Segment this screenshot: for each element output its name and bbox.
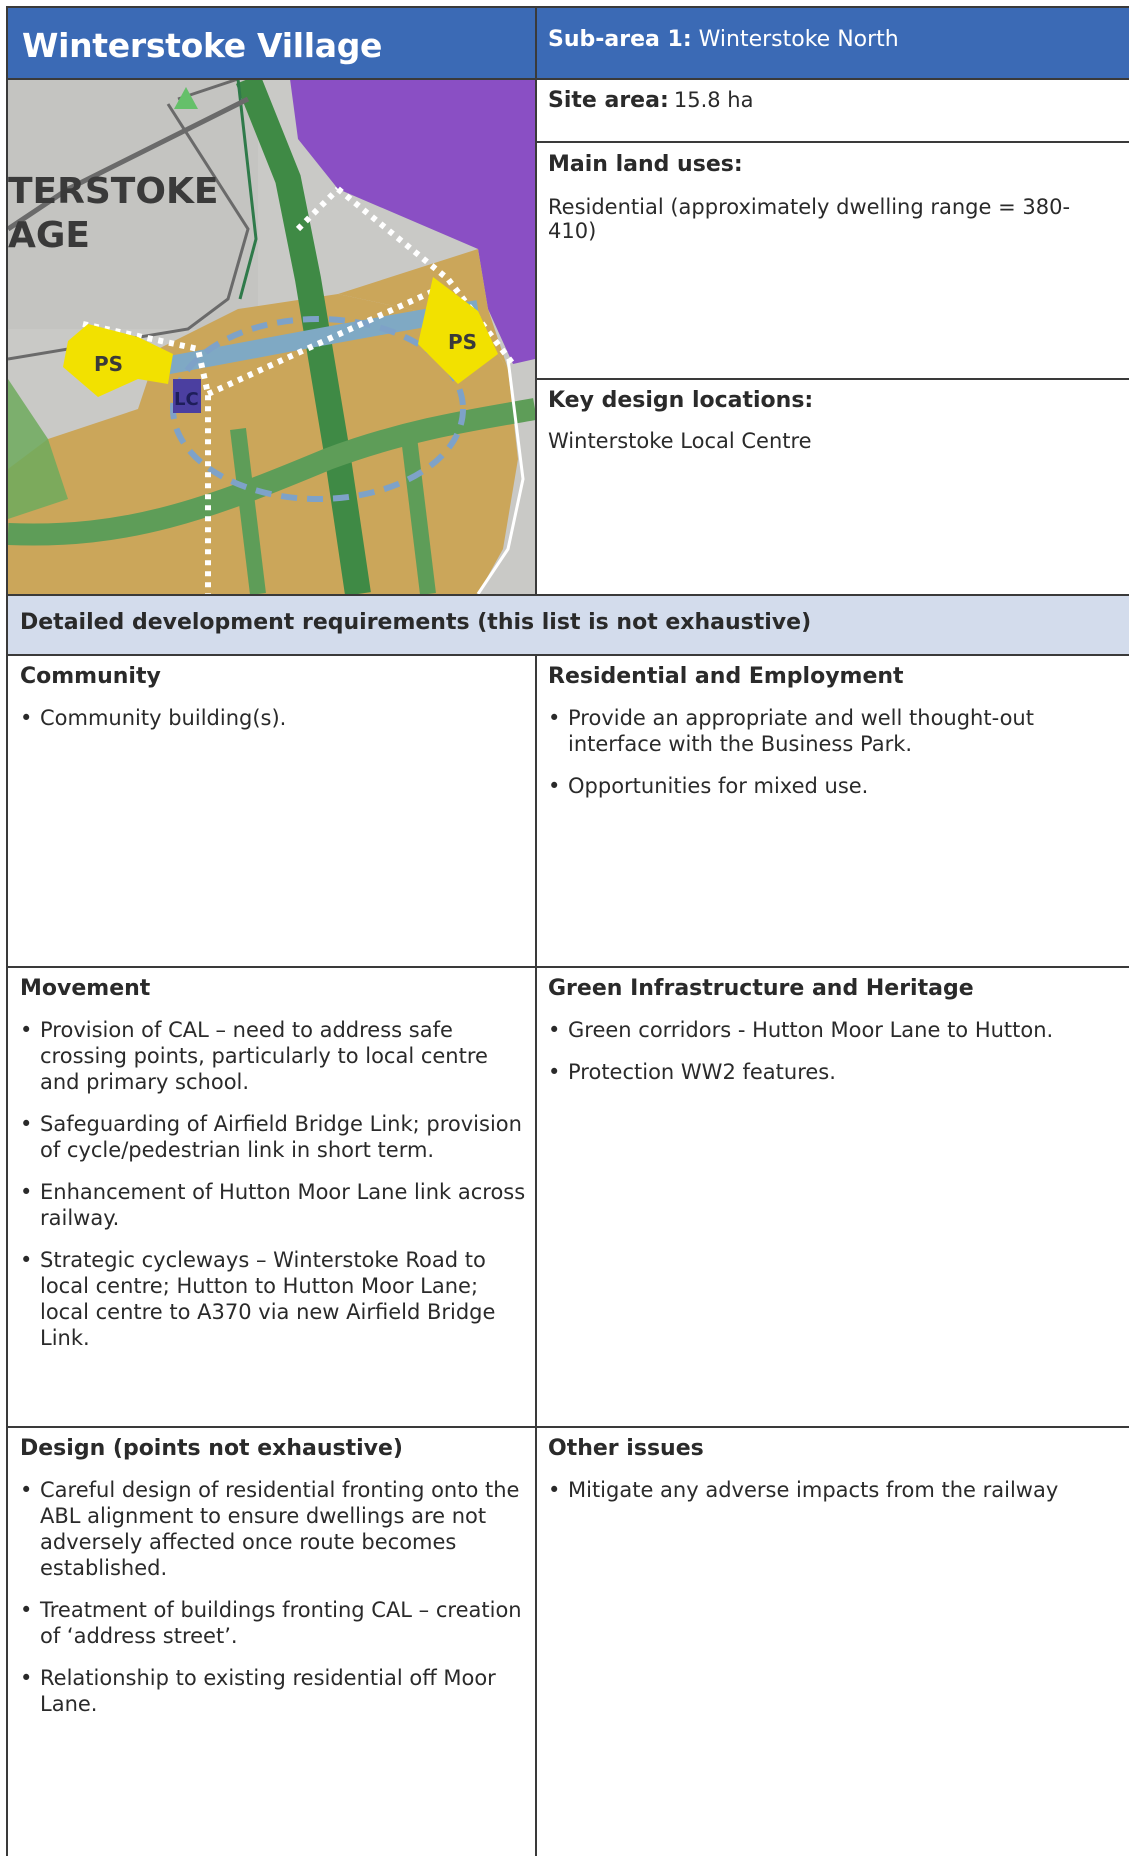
key-design-label: Key design locations: [548,388,814,413]
table-border [536,378,1129,380]
list-item: Opportunities for mixed use. [548,773,1126,799]
table-border [6,654,1129,656]
residential-list: Provide an appropriate and well thought-… [548,705,1126,799]
requirements-heading: Detailed development requirements (this … [20,610,812,635]
list-item: Mitigate any adverse impacts from the ra… [548,1477,1126,1503]
list-item: Green corridors - Hutton Moor Lane to Hu… [548,1017,1126,1043]
table-border [6,6,1129,8]
movement-list: Provision of CAL – need to address safe … [20,1017,530,1351]
site-area-value: 15.8 ha [673,88,754,112]
subarea-value: Winterstoke North [698,27,899,52]
table-border [535,654,537,1856]
movement-section: Movement Provision of CAL – need to addr… [20,976,530,1367]
map-village-label-1: TERSTOKE [8,171,218,212]
list-item: Provide an appropriate and well thought-… [548,705,1126,757]
list-item: Safeguarding of Airfield Bridge Link; pr… [20,1111,530,1163]
design-title: Design (points not exhaustive) [20,1436,403,1461]
key-design-value: Winterstoke Local Centre [548,429,812,453]
site-map: TERSTOKE AGE PS PS LC [8,79,535,594]
residential-title: Residential and Employment [548,664,904,689]
subarea-label: Sub-area 1: [548,27,692,52]
list-item: Community building(s). [20,705,530,731]
table-border [6,6,8,1856]
residential-section: Residential and Employment Provide an ap… [548,664,1126,815]
table-border [6,78,1129,80]
table-border [6,1426,1129,1428]
title-bar: Winterstoke Village [8,8,535,79]
list-item: Strategic cycleways – Winterstoke Road t… [20,1247,530,1351]
site-area-row: Site area: 15.8 ha [548,88,1118,113]
list-item: Treatment of buildings fronting CAL – cr… [20,1597,530,1649]
map-ps-label-1: PS [94,352,123,376]
map-ps-label-2: PS [448,330,477,354]
map-village-label-2: AGE [8,215,90,256]
community-title: Community [20,664,161,689]
movement-title: Movement [20,976,151,1001]
main-land-uses: Main land uses: Residential (approximate… [548,152,1118,243]
design-list: Careful design of residential fronting o… [20,1477,530,1717]
list-item: Relationship to existing residential off… [20,1665,530,1717]
list-item: Protection WW2 features. [548,1059,1126,1085]
table-border [6,594,1129,596]
other-section: Other issues Mitigate any adverse impact… [548,1436,1126,1519]
requirements-bar: Detailed development requirements (this … [8,596,1129,654]
site-area-label: Site area: [548,88,669,113]
table-border [6,966,1129,968]
other-title: Other issues [548,1436,704,1461]
map-lc-label: LC [174,389,199,410]
green-title: Green Infrastructure and Heritage [548,976,974,1001]
table-border [536,141,1129,143]
table-border [535,6,537,596]
green-list: Green corridors - Hutton Moor Lane to Hu… [548,1017,1126,1085]
community-section: Community Community building(s). [20,664,530,747]
subarea-bar: Sub-area 1: Winterstoke North [536,8,1129,79]
page-title: Winterstoke Village [22,26,383,65]
design-section: Design (points not exhaustive) Careful d… [20,1436,530,1733]
subarea-heading: Sub-area 1: Winterstoke North [548,27,899,52]
community-list: Community building(s). [20,705,530,731]
list-item: Enhancement of Hutton Moor Lane link acr… [20,1179,530,1231]
list-item: Provision of CAL – need to address safe … [20,1017,530,1095]
green-section: Green Infrastructure and Heritage Green … [548,976,1126,1101]
main-land-uses-value: Residential (approximately dwelling rang… [548,195,1071,243]
list-item: Careful design of residential fronting o… [20,1477,530,1581]
site-map-graphic: TERSTOKE AGE PS PS LC [8,79,535,594]
main-land-uses-label: Main land uses: [548,152,743,177]
key-design-locations: Key design locations: Winterstoke Local … [548,388,1118,453]
other-list: Mitigate any adverse impacts from the ra… [548,1477,1126,1503]
